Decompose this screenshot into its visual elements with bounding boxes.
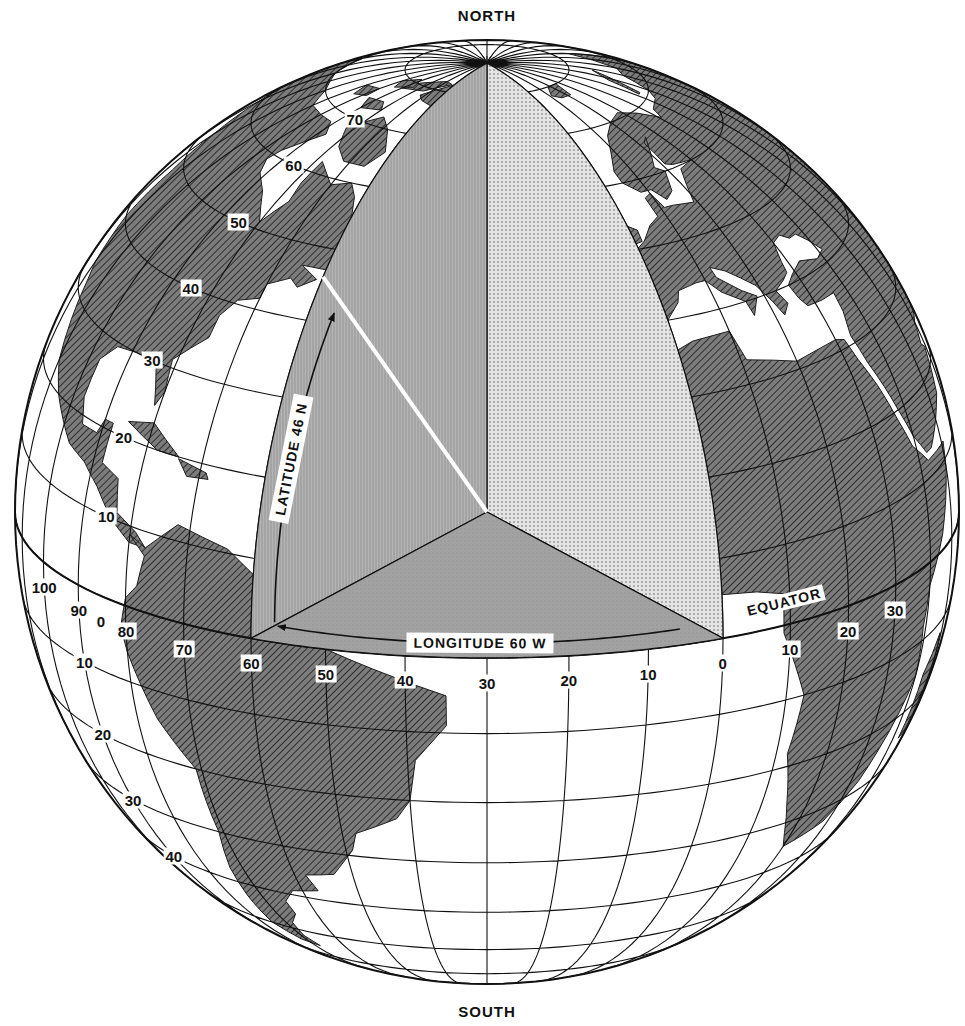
compass-label: NORTH (458, 8, 516, 23)
pole-starburst (490, 61, 501, 62)
longitude-number: 50 (315, 665, 336, 682)
land-mass (129, 421, 179, 457)
longitude-number: 20 (558, 672, 579, 689)
land-mass (361, 97, 384, 110)
latitude-number: 10 (74, 653, 95, 670)
longitude-number: 60 (241, 655, 262, 672)
latitude-number: 70 (344, 110, 365, 127)
globe-outline (15, 40, 959, 984)
latitude-number: 20 (113, 429, 134, 446)
longitude-number: 20 (838, 622, 859, 639)
latitude-number: 40 (180, 279, 201, 296)
longitude-number: 70 (174, 640, 195, 657)
longitude-number: 80 (116, 622, 137, 639)
longitude-number: 30 (885, 601, 906, 618)
longitude-number: 90 (69, 601, 90, 618)
latitude-number: 0 (95, 612, 107, 629)
globe-disc (15, 40, 959, 984)
latitude-number: 50 (228, 213, 249, 230)
longitude-number: 10 (780, 640, 801, 657)
pole-starburst (487, 56, 488, 61)
angle-label: LATITUDE 46 N (269, 394, 314, 524)
equatorial-plane (251, 512, 723, 658)
longitude-number: 0 (716, 655, 728, 672)
pole-starburst (483, 56, 486, 61)
pole-starburst (480, 57, 486, 61)
equator-line (15, 512, 959, 658)
longitude-number: 30 (477, 674, 498, 691)
land-mass (179, 459, 209, 480)
equator-label: EQUATOR (742, 585, 825, 620)
pole-starburst (473, 64, 484, 65)
graticule-line (15, 40, 959, 984)
longitude-number: 10 (638, 665, 659, 682)
latitude-number: 30 (123, 791, 144, 808)
latitude-number: 30 (142, 352, 163, 369)
longitude-number: 100 (30, 578, 59, 595)
land-mass (898, 633, 940, 739)
latitude-number: 20 (93, 726, 114, 743)
latitude-number: 40 (164, 848, 185, 865)
latitude-number: 10 (96, 508, 117, 525)
longitude-number: 40 (395, 672, 416, 689)
compass-label: SOUTH (458, 1004, 516, 1019)
radius-line (323, 277, 487, 512)
latitude-number: 60 (283, 157, 304, 174)
angle-label: LONGITUDE 60 W (406, 633, 553, 654)
